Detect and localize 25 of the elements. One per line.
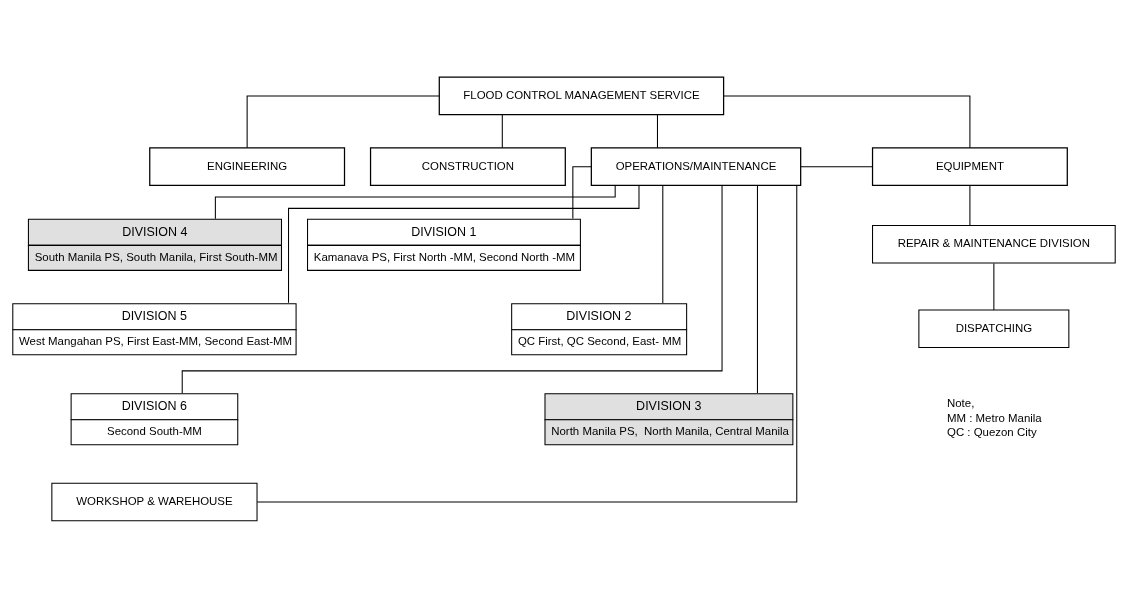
connector	[993, 262, 995, 310]
label: Note,	[947, 396, 975, 409]
connector	[181, 184, 723, 394]
connector	[662, 184, 664, 303]
node-box: EQUIPMENT	[871, 146, 1068, 186]
label: QC : Quezon City	[947, 425, 1037, 438]
node-box: CONSTRUCTION	[369, 146, 566, 186]
node-box: REPAIR & MAINTENANCE DIVISION	[872, 224, 1116, 264]
connector	[288, 184, 640, 303]
node-box: FLOOD CONTROL MANAGEMENT SERVICE	[438, 76, 725, 115]
node-box: WORKSHOP & WAREHOUSE	[51, 482, 258, 521]
connector	[756, 184, 758, 393]
connector	[246, 94, 440, 148]
connector	[969, 184, 971, 226]
connector	[256, 184, 798, 503]
connector	[723, 94, 971, 148]
node-box: OPERATIONS/MAINTENANCE	[590, 146, 802, 186]
connector	[800, 165, 873, 167]
connector	[656, 113, 658, 148]
node-box: DISPATCHING	[918, 308, 1070, 348]
connector	[501, 113, 503, 148]
connector	[214, 184, 616, 219]
node-box: ENGINEERING	[149, 146, 346, 186]
connector	[572, 165, 592, 219]
label: MM : Metro Manila	[947, 411, 1042, 424]
